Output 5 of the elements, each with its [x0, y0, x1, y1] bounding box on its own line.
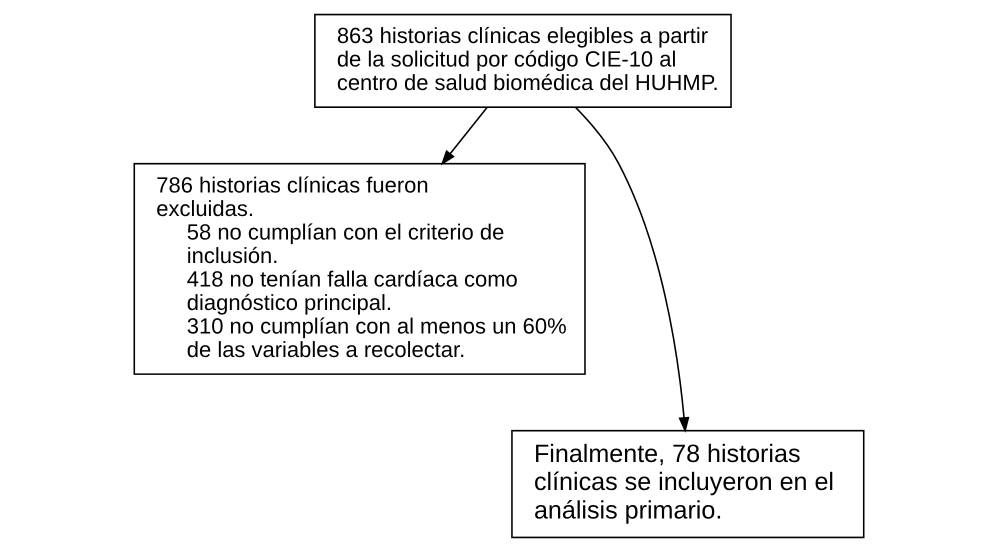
node-box: 786 historias clínicas fueron excluidas. 58 no cumplían con el criterio de inclusión. 418 no tenían falla cardíaca como diagnóstico principal. 310 no cumplían con al menos un 60% de las variables a recolectar.: [133, 162, 586, 375]
arrow: [440, 106, 488, 166]
arrow: [574, 107, 689, 433]
node-box: Finalmente, 78 historias clínicas se incluyeron en el análisis primario.: [510, 430, 864, 538]
node-box: 863 historias clínicas elegibles a partir de la solicitud por código CIE-10 al centro de salud biomédica del HUHMP.: [314, 14, 732, 108]
